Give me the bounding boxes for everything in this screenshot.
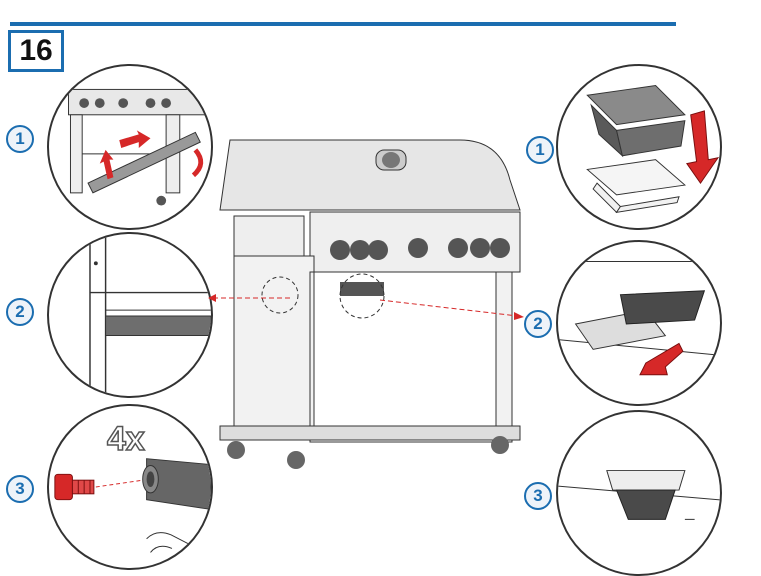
frame-illustration xyxy=(89,234,211,396)
arrow-icon xyxy=(99,149,114,180)
tray-slide-illustration xyxy=(558,261,720,376)
arrow-icon xyxy=(191,148,204,178)
arrow-icon xyxy=(119,130,151,148)
detail-left-remove-panel xyxy=(47,64,213,230)
arrow-icon xyxy=(685,110,720,184)
callout-left-1: 1 xyxy=(6,125,34,153)
screw-illustration xyxy=(54,458,211,553)
detail-right-drip-tray xyxy=(556,64,722,230)
detail-right-tray-installed xyxy=(556,410,722,576)
arrow-icon xyxy=(208,294,216,302)
callout-right-2: 2 xyxy=(524,310,552,338)
callout-left-3: 3 xyxy=(6,475,34,503)
step-number: 16 xyxy=(19,34,53,67)
callout-right-3: 3 xyxy=(524,482,552,510)
drip-tray-icon xyxy=(586,85,720,214)
tray-installed-illustration xyxy=(558,470,720,520)
callout-left-2: 2 xyxy=(6,298,34,326)
detail-left-screw xyxy=(47,404,213,570)
screw-icon xyxy=(54,473,95,501)
arrow-icon xyxy=(639,342,684,376)
header-rule xyxy=(10,22,676,26)
callout-right-1: 1 xyxy=(526,136,554,164)
panel-removal-illustration xyxy=(68,88,206,206)
detail-left-frame xyxy=(47,232,213,398)
arrow-icon xyxy=(514,312,524,320)
tray-highlight-circle xyxy=(339,273,385,319)
grill-illustration xyxy=(208,139,524,469)
step-number-box: 16 xyxy=(8,30,64,72)
detail-right-tray-slide xyxy=(556,240,722,406)
quantity-label: 4x xyxy=(106,419,145,459)
